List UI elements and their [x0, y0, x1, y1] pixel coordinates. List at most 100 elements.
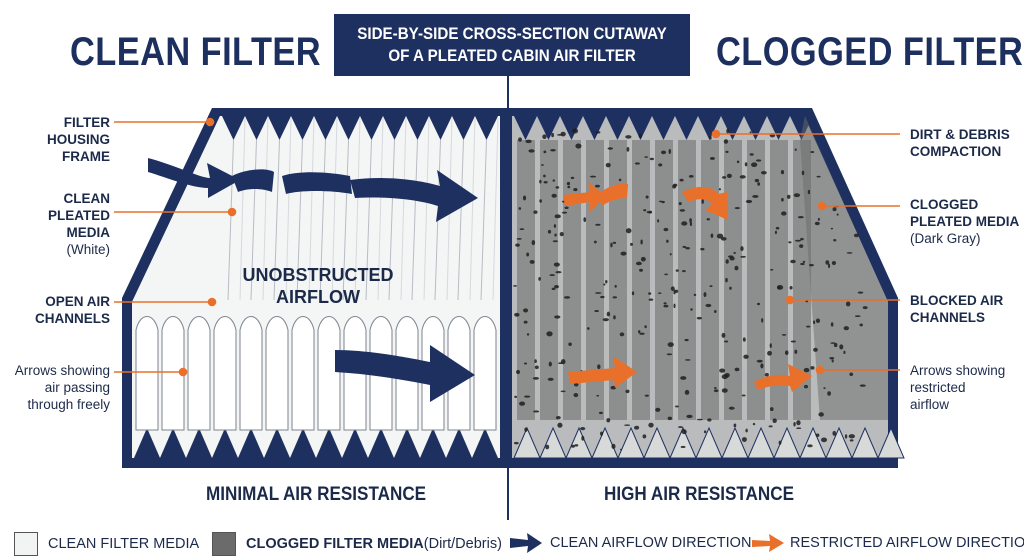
clogged-pleat-body [563, 140, 581, 420]
dirt-speck [634, 162, 640, 165]
dirt-speck [630, 242, 633, 246]
clean-pleat-channel [291, 316, 315, 431]
dirt-speck [786, 194, 791, 199]
dirt-speck [519, 401, 526, 406]
dirt-speck [678, 202, 682, 206]
dirt-speck [570, 444, 576, 448]
dirt-speck [713, 389, 719, 393]
dirt-speck [610, 385, 617, 390]
clean-pleat-bottom [368, 428, 394, 458]
dirt-speck [836, 213, 839, 216]
label-arrows-free-flow: Arrows showing air passing through freel… [14, 363, 110, 412]
dirt-speck [807, 189, 811, 195]
clean-pleat-fold [365, 139, 372, 301]
dirt-speck [668, 149, 672, 154]
dirt-speck [657, 219, 660, 223]
legend-clogged-media: CLOGGED FILTER MEDIA (Dirt/Debris) [212, 532, 502, 556]
dirt-speck [529, 259, 535, 264]
clean-pleat-bottom [394, 428, 420, 458]
dirt-speck [545, 444, 550, 450]
dirt-speck [532, 410, 540, 413]
dirt-speck [823, 387, 826, 389]
dirt-speck [761, 318, 764, 323]
dirt-speck [728, 406, 735, 410]
dirt-speck [756, 359, 763, 363]
dirt-speck [815, 433, 820, 437]
dirt-speck [774, 230, 778, 235]
clean-pleat-top [314, 116, 337, 140]
clean-pleat-fold [285, 117, 292, 301]
dirt-speck [681, 221, 688, 226]
dirt-speck [832, 207, 837, 212]
dirt-speck [790, 259, 796, 264]
dirt-speck [802, 260, 806, 264]
dirt-speck [853, 233, 859, 238]
dirt-speck [658, 163, 663, 167]
dirt-speck [756, 302, 761, 306]
dirt-speck [572, 128, 579, 134]
dirt-speck [710, 233, 714, 238]
dirt-speck [684, 389, 690, 395]
dirt-speck [614, 284, 617, 288]
dirt-speck [768, 425, 773, 428]
dirt-speck [546, 331, 553, 337]
dirt-speck [760, 363, 764, 369]
dirt-speck [523, 308, 529, 313]
clean-pleat-fold [250, 139, 257, 301]
clean-filter-title: CLEAN FILTER [70, 30, 322, 74]
dirt-speck [663, 227, 669, 232]
dirt-speck [830, 227, 834, 230]
clogged-pleat-body [701, 140, 719, 420]
dirt-speck [674, 289, 679, 293]
clogged-pleat-bottom [643, 426, 671, 459]
clogged-pleat-top [721, 116, 744, 140]
dirt-speck [551, 193, 557, 198]
dirt-speck [806, 325, 811, 328]
clogged-media-swatch [212, 532, 236, 556]
dirt-speck [547, 229, 552, 234]
dirt-speck [794, 349, 798, 354]
dirt-speck [619, 448, 623, 451]
dirt-speck [680, 445, 686, 449]
dirt-speck [619, 332, 625, 337]
dirt-speck [595, 131, 601, 134]
dirt-speck [560, 131, 566, 137]
dirt-speck [801, 170, 805, 176]
clean-pleat-fold [469, 117, 476, 301]
clean-pleat-channel [473, 316, 497, 431]
dirt-speck [661, 200, 665, 204]
dirt-speck [743, 354, 749, 359]
dirt-speck [799, 244, 804, 248]
dirt-speck [752, 195, 759, 198]
dirt-speck [513, 285, 518, 287]
clean-pleat-channel [135, 316, 159, 431]
dirt-speck [725, 150, 729, 153]
dirt-speck [514, 395, 518, 399]
dirt-speck [548, 361, 552, 367]
dirt-speck [781, 211, 787, 216]
dirt-speck [595, 223, 601, 226]
dirt-speck [581, 435, 585, 441]
dirt-speck [574, 444, 579, 447]
dirt-speck [682, 269, 686, 273]
dirt-speck [726, 173, 732, 178]
dirt-speck [778, 440, 782, 445]
dirt-speck [674, 405, 679, 408]
dirt-speck [625, 389, 630, 394]
dirt-speck [686, 414, 693, 419]
clogged-pleat-top [583, 116, 606, 140]
clean-pleat-channel [161, 316, 185, 431]
dirt-speck [815, 318, 821, 323]
dirt-speck [593, 240, 597, 244]
clogged-pleat-top [652, 116, 675, 140]
dirt-speck [807, 444, 813, 448]
dirt-speck [670, 286, 675, 291]
dirt-speck [689, 218, 692, 223]
dirt-speck [680, 376, 687, 380]
dirt-speck [554, 214, 561, 219]
dirt-speck [769, 407, 774, 412]
clean-pleat-bottom [186, 428, 212, 458]
dirt-speck [559, 231, 564, 237]
dirt-speck [658, 292, 662, 295]
